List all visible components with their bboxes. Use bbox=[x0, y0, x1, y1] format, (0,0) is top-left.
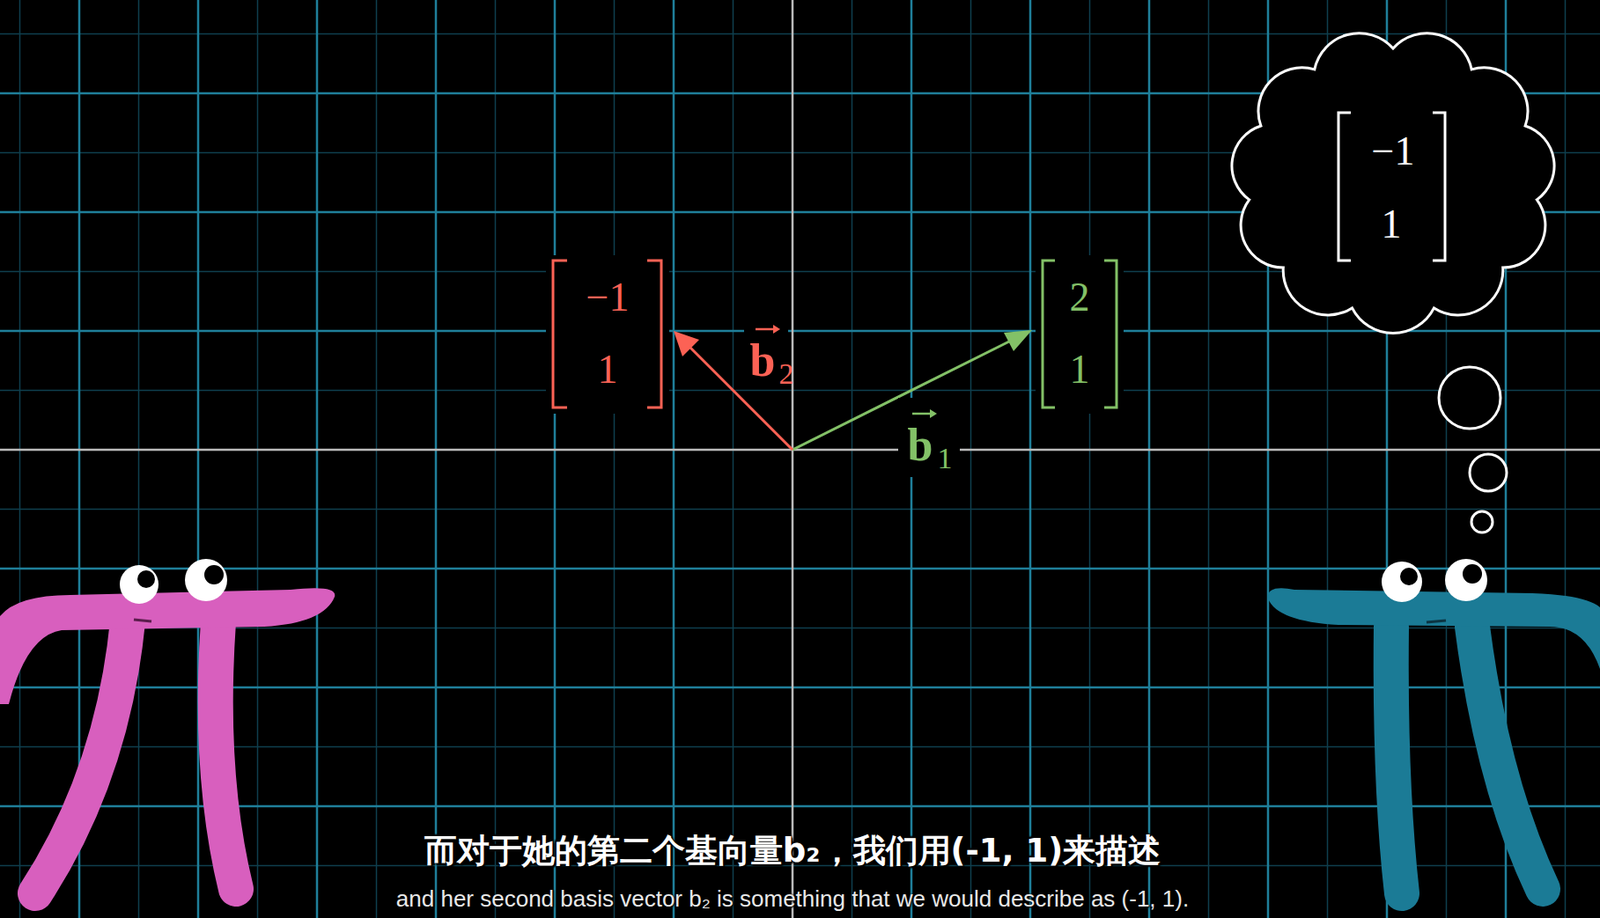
subtitle-chinese: 而对于她的第二个基向量b₂，我们用(-1, 1)来描述 bbox=[424, 834, 1161, 868]
vector-name: b bbox=[750, 338, 776, 384]
grid-line bbox=[1564, 0, 1567, 918]
matrix-bracket bbox=[1042, 260, 1117, 408]
arrowhead bbox=[1003, 330, 1033, 352]
subtitle-english: and her second basis vector b₂ is someth… bbox=[396, 887, 1189, 911]
vector-hat bbox=[755, 328, 775, 332]
cloud-path bbox=[1231, 33, 1555, 334]
grid-line bbox=[970, 0, 973, 918]
grid-line bbox=[197, 0, 200, 918]
grid-line bbox=[1208, 0, 1210, 918]
grid-line bbox=[138, 0, 141, 918]
thought-dot bbox=[1469, 454, 1507, 492]
grid-line bbox=[435, 0, 438, 918]
grid-line bbox=[0, 686, 1600, 690]
matrix-bracket bbox=[1338, 112, 1446, 261]
grid-line bbox=[0, 390, 1600, 392]
matrix-backdrop bbox=[545, 255, 670, 414]
grid-line bbox=[0, 805, 1600, 809]
grid-line bbox=[553, 0, 557, 918]
grid-line bbox=[1029, 0, 1033, 918]
grid-line bbox=[851, 0, 854, 918]
teal-pi-creature bbox=[1268, 559, 1600, 894]
grid-line bbox=[316, 0, 319, 918]
matrix-entry: 1 bbox=[594, 347, 622, 392]
grid-line bbox=[494, 0, 497, 918]
grid-line bbox=[257, 0, 259, 918]
vector-hat bbox=[773, 324, 781, 334]
thought-bubble: −1 1 bbox=[1214, 14, 1572, 347]
grid-line bbox=[613, 0, 616, 918]
matrix-backdrop bbox=[1035, 255, 1124, 414]
matrix-entry: 1 bbox=[1378, 202, 1406, 247]
thought-dot bbox=[1471, 511, 1493, 533]
grid-line bbox=[1148, 0, 1151, 918]
vector-subscript: 2 bbox=[779, 359, 795, 390]
grid-line bbox=[0, 567, 1600, 571]
grid-line bbox=[0, 746, 1600, 749]
matrix-entry: 1 bbox=[1066, 347, 1094, 392]
thought-dot bbox=[1438, 367, 1501, 429]
grid-line bbox=[1089, 0, 1092, 918]
vector-name: b bbox=[907, 422, 934, 469]
vector-hat bbox=[912, 412, 932, 416]
grid-line bbox=[0, 330, 1600, 333]
cloud-outline bbox=[1214, 14, 1572, 347]
grid-line bbox=[0, 627, 1600, 630]
matrix-entry: −1 bbox=[582, 275, 634, 320]
grid-line bbox=[19, 0, 22, 918]
vector-hat bbox=[929, 409, 937, 419]
arrowhead bbox=[673, 331, 700, 357]
matrix-entry: 2 bbox=[1066, 275, 1094, 320]
grid-line bbox=[0, 508, 1600, 511]
grid-line bbox=[376, 0, 378, 918]
y-axis bbox=[791, 0, 795, 918]
label-backdrop bbox=[898, 398, 960, 478]
x-axis bbox=[0, 449, 1600, 452]
grid-line bbox=[672, 0, 676, 918]
matrix-bracket bbox=[552, 260, 662, 408]
matrix-entry: −1 bbox=[1368, 129, 1419, 174]
pink-pi-creature bbox=[0, 559, 335, 894]
vector-subscript: 1 bbox=[937, 443, 953, 474]
grid-line bbox=[732, 0, 735, 918]
